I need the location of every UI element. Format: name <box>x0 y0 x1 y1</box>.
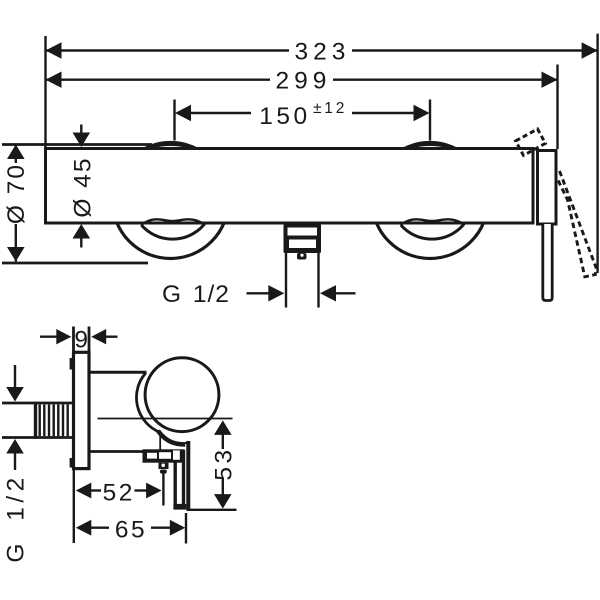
svg-text:299: 299 <box>276 68 332 95</box>
svg-text:323: 323 <box>295 38 351 65</box>
svg-text:52: 52 <box>103 480 135 507</box>
svg-text:G 1/2: G 1/2 <box>162 281 230 308</box>
svg-text:53: 53 <box>210 446 237 480</box>
svg-text:±12: ±12 <box>313 100 347 117</box>
svg-text:Ø 70: Ø 70 <box>3 163 30 224</box>
svg-text:65: 65 <box>115 517 147 544</box>
svg-text:150: 150 <box>259 103 310 130</box>
svg-text:9: 9 <box>74 326 88 353</box>
svg-text:Ø 45: Ø 45 <box>70 156 97 217</box>
svg-text:G 1/2: G 1/2 <box>2 473 29 562</box>
